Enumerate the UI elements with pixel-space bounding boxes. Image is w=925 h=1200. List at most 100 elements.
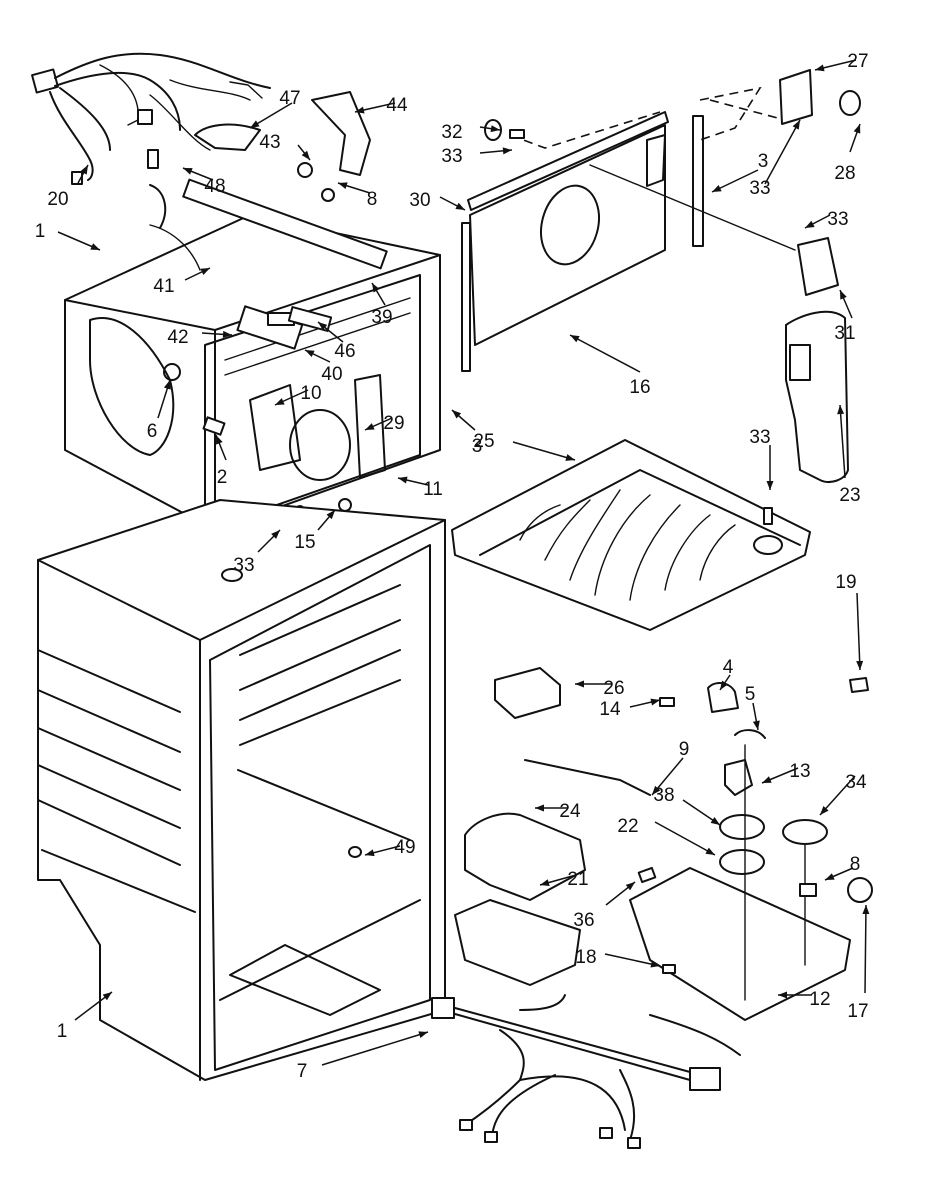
leader-line — [764, 119, 801, 185]
callout-46: 46 — [317, 321, 356, 362]
arrowhead-icon — [250, 120, 260, 128]
part-number-label: 18 — [575, 947, 596, 968]
callout-48: 48 — [182, 167, 226, 197]
arrowhead-icon — [650, 698, 660, 706]
part-number-label: 33 — [749, 178, 770, 199]
arrowhead-icon — [365, 423, 375, 430]
part-number-label: 31 — [834, 323, 855, 344]
part-number-label: 33 — [749, 427, 770, 448]
part-number-label: 26 — [603, 678, 624, 699]
callout-20: 20 — [47, 164, 89, 210]
arrowhead-icon — [540, 879, 550, 886]
arrowhead-icon — [856, 660, 864, 670]
arrowhead-icon — [301, 150, 310, 160]
part-number-label: 1 — [57, 1021, 68, 1042]
arrowhead-icon — [778, 991, 787, 999]
callout-19: 19 — [835, 572, 864, 671]
arrowhead-icon — [418, 1031, 428, 1039]
arrowhead-icon — [490, 125, 500, 133]
part-number-label: 39 — [371, 307, 392, 328]
part-number-label: 36 — [573, 910, 594, 931]
callout-30: 30 — [409, 190, 466, 211]
part-number-label: 21 — [567, 869, 588, 890]
leader-line — [604, 953, 661, 967]
arrowhead-icon — [766, 481, 774, 490]
callout-31: 31 — [834, 289, 856, 344]
callout-1a: 1 — [35, 221, 101, 251]
arrowhead-icon — [452, 410, 462, 419]
arrowhead-icon — [762, 776, 772, 783]
arrowhead-icon — [650, 960, 660, 968]
arrowhead-icon — [275, 398, 285, 405]
air-duct — [785, 237, 849, 483]
dispenser-parts — [454, 667, 873, 1021]
callout-21: 21 — [539, 869, 589, 890]
arrowhead-icon — [365, 849, 375, 857]
part-number-label: 11 — [423, 479, 443, 500]
callout-33d: 33 — [749, 427, 774, 490]
part-number-label: 3 — [472, 436, 483, 457]
callout-34: 34 — [819, 772, 867, 816]
part-number-label: 27 — [847, 51, 868, 72]
callout-33c: 33 — [804, 209, 849, 230]
leader-line — [321, 1031, 429, 1066]
callout-4: 4 — [719, 657, 734, 691]
callout-40: 40 — [304, 349, 343, 385]
callout-3a: 3 — [711, 151, 769, 193]
callout-41: 41 — [153, 267, 211, 297]
arrowhead-icon — [90, 243, 100, 250]
callout-43: 43 — [259, 132, 311, 161]
arrowhead-icon — [535, 804, 544, 812]
part-number-label: 33 — [441, 146, 462, 167]
leader-line — [856, 592, 861, 671]
arrowhead-icon — [625, 882, 635, 891]
arrowhead-icon — [271, 530, 280, 539]
arrowhead-icon — [710, 817, 720, 825]
arrowhead-icon — [570, 335, 580, 343]
arrowhead-icon — [338, 182, 348, 190]
upper-liner — [64, 178, 441, 531]
upper-wire-harness — [31, 52, 271, 185]
arrowhead-icon — [502, 147, 512, 155]
lower-wire-harness — [431, 994, 741, 1149]
arrowhead-icon — [326, 510, 335, 520]
part-number-label: 33 — [233, 555, 254, 576]
callout-29: 29 — [364, 413, 405, 434]
arrowhead-icon — [712, 184, 722, 192]
callout-28: 28 — [834, 123, 861, 184]
part-number-label: 19 — [835, 572, 856, 593]
arrowhead-icon — [102, 992, 112, 1001]
callout-24: 24 — [535, 801, 581, 822]
part-number-label: 10 — [300, 383, 321, 404]
part-number-label: 8 — [367, 189, 378, 210]
arrowhead-icon — [305, 350, 315, 358]
part-number-label: 29 — [383, 413, 404, 434]
part-number-label: 30 — [409, 190, 430, 211]
part-number-label: 47 — [279, 88, 300, 109]
callout-32: 32 — [441, 122, 501, 143]
part-number-label: 9 — [679, 739, 690, 760]
part-number-label: 34 — [845, 772, 867, 793]
callout-47: 47 — [249, 88, 301, 129]
callout-49: 49 — [364, 837, 416, 858]
part-number-label: 3 — [758, 151, 769, 172]
callout-layer: 1123345678891011121314151617181920212223… — [35, 51, 870, 1082]
callout-6: 6 — [147, 379, 171, 442]
part-number-label: 40 — [321, 364, 342, 385]
part-number-label: 14 — [599, 699, 621, 720]
part-number-label: 2 — [217, 467, 228, 488]
callout-3b: 3 — [451, 409, 483, 457]
callout-33a: 33 — [441, 146, 513, 167]
part-number-label: 41 — [153, 276, 174, 297]
part-number-label: 15 — [294, 532, 315, 553]
arrowhead-icon — [652, 785, 661, 795]
callout-13: 13 — [761, 761, 811, 784]
callout-16: 16 — [569, 334, 651, 398]
callout-27: 27 — [814, 51, 869, 72]
arrowhead-icon — [820, 805, 829, 815]
part-number-label: 44 — [386, 95, 408, 116]
callout-2: 2 — [215, 434, 228, 488]
arrowhead-icon — [840, 290, 847, 300]
arrowhead-icon — [222, 330, 232, 338]
